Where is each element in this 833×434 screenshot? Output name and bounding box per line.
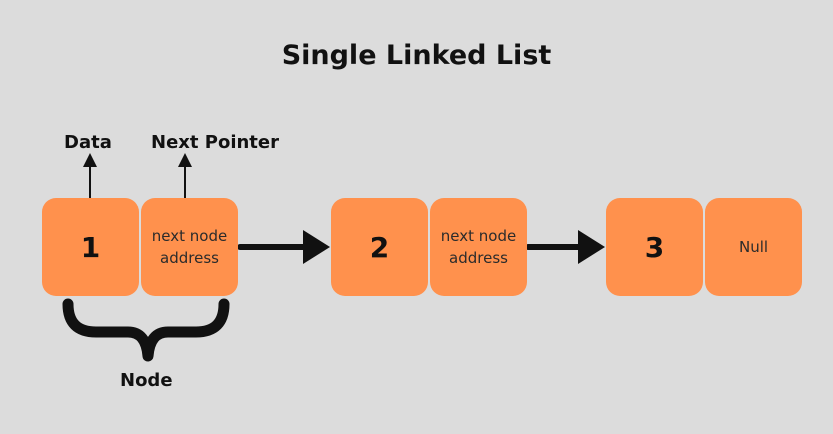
diagram-title: Single Linked List [281, 40, 552, 71]
node-2-data-box: 2 [331, 198, 428, 296]
node-3-pointer-box: Null [705, 198, 802, 296]
node-2-data-value: 2 [369, 230, 390, 264]
node-1-data-box: 1 [42, 198, 139, 296]
node-2-pointer-text: next node address [440, 227, 517, 267]
node-3-data-value: 3 [644, 230, 665, 264]
node-1-pointer-box: next node address [141, 198, 238, 296]
node-3-data-box: 3 [606, 198, 703, 296]
node-label: Node [120, 370, 173, 391]
link-arrow-1-to-2 [237, 230, 330, 264]
link-arrow-2-to-3 [525, 230, 605, 264]
node-1-data-value: 1 [80, 230, 101, 264]
next-pointer-label: Next Pointer [151, 132, 279, 153]
node-1-pointer-text: next node address [151, 227, 228, 267]
node-brace [62, 298, 230, 362]
data-label: Data [64, 132, 112, 153]
node-3-pointer-text: Null [738, 238, 769, 256]
node-2-pointer-box: next node address [430, 198, 527, 296]
